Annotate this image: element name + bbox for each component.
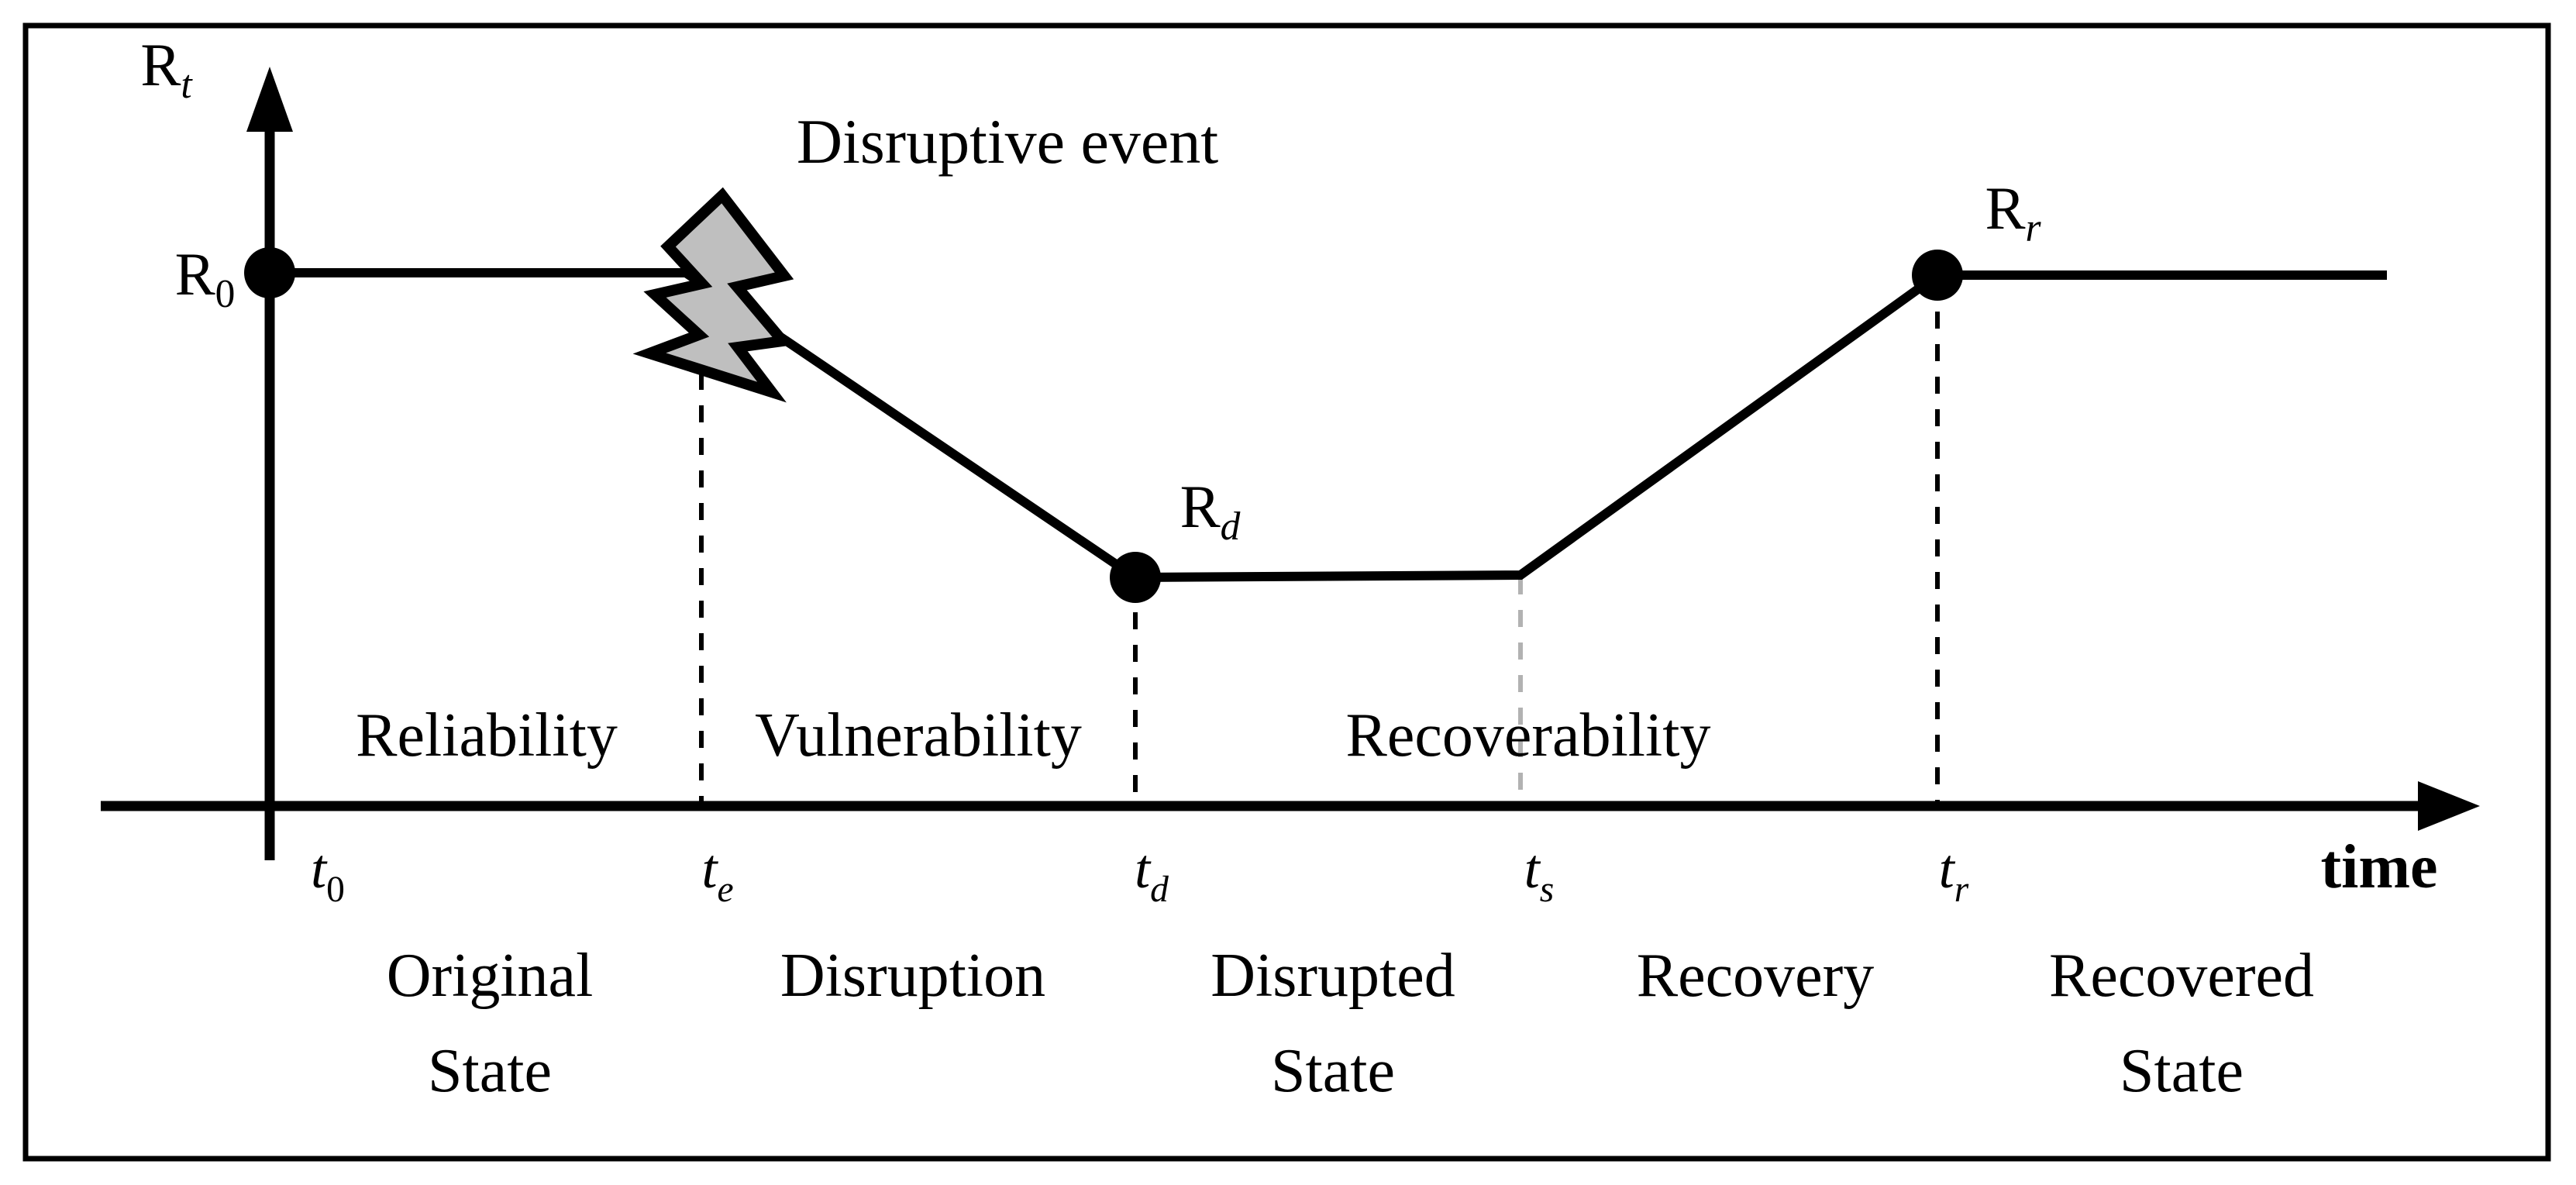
marker-dot-rd	[1110, 552, 1161, 603]
time-tick-ts: ts	[1427, 838, 1624, 914]
time-tick-t0-subscript: 0	[326, 870, 345, 910]
value-label-rr: Rr	[1879, 174, 2116, 254]
value-label-rd-subscript: d	[1221, 505, 1241, 549]
marker-dot-r0	[244, 247, 295, 298]
x-axis-label: time	[2320, 833, 2437, 901]
value-label-r0-subscript: 0	[215, 272, 236, 316]
time-tick-td-subscript: d	[1150, 870, 1169, 910]
time-tick-t0-base: t	[311, 838, 328, 900]
lightning-bolt-icon	[632, 187, 794, 403]
state-label-recovered-state: State	[2120, 1037, 2244, 1105]
time-tick-t0: t0	[213, 838, 415, 914]
time-tick-td: td	[1037, 838, 1238, 914]
value-label-rd: Rd	[1074, 473, 1316, 553]
disruptive-event-label: Disruptive event	[797, 106, 1218, 177]
value-label-r0-base: R	[175, 240, 215, 308]
time-tick-ts-subscript: s	[1540, 870, 1555, 910]
time-tick-tr-base: t	[1939, 838, 1956, 900]
y-axis-label-subscript: t	[181, 63, 193, 107]
time-tick-td-base: t	[1135, 838, 1152, 900]
state-label-disruption: Disruption	[780, 942, 1045, 1010]
state-label-recovered: Recovered	[2049, 942, 2314, 1010]
y-axis-label-base: R	[140, 31, 181, 98]
figure-border	[22, 22, 2551, 1162]
x-axis-arrowhead	[2418, 781, 2480, 831]
time-tick-te-subscript: e	[717, 870, 733, 910]
time-tick-tr: tr	[1841, 838, 2039, 914]
y-axis-label: Rt	[35, 31, 267, 111]
y-axis-arrowhead	[246, 67, 293, 132]
state-label-recovery: Recovery	[1637, 942, 1875, 1010]
time-tick-ts-base: t	[1524, 838, 1541, 900]
phase-label-reliability: Reliability	[356, 701, 618, 770]
state-label-disrupted-state: State	[1271, 1037, 1395, 1105]
time-tick-te: te	[604, 838, 803, 914]
value-label-rr-subscript: r	[2026, 206, 2042, 250]
resilience-curve	[270, 268, 2387, 583]
value-label-r0: R0	[69, 240, 311, 320]
state-label-disrupted: Disrupted	[1211, 942, 1455, 1010]
phase-label-recoverability: Recoverability	[1346, 701, 1711, 770]
state-label-original-state: State	[428, 1037, 552, 1105]
marker-dot-rr	[1912, 250, 1963, 301]
phase-label-vulnerability: Vulnerability	[755, 701, 1082, 770]
time-tick-tr-subscript: r	[1954, 870, 1969, 910]
value-label-rr-base: R	[1985, 174, 2025, 242]
value-label-rd-base: R	[1180, 473, 1221, 540]
state-label-original: Original	[387, 942, 594, 1010]
time-tick-te-base: t	[701, 838, 718, 900]
